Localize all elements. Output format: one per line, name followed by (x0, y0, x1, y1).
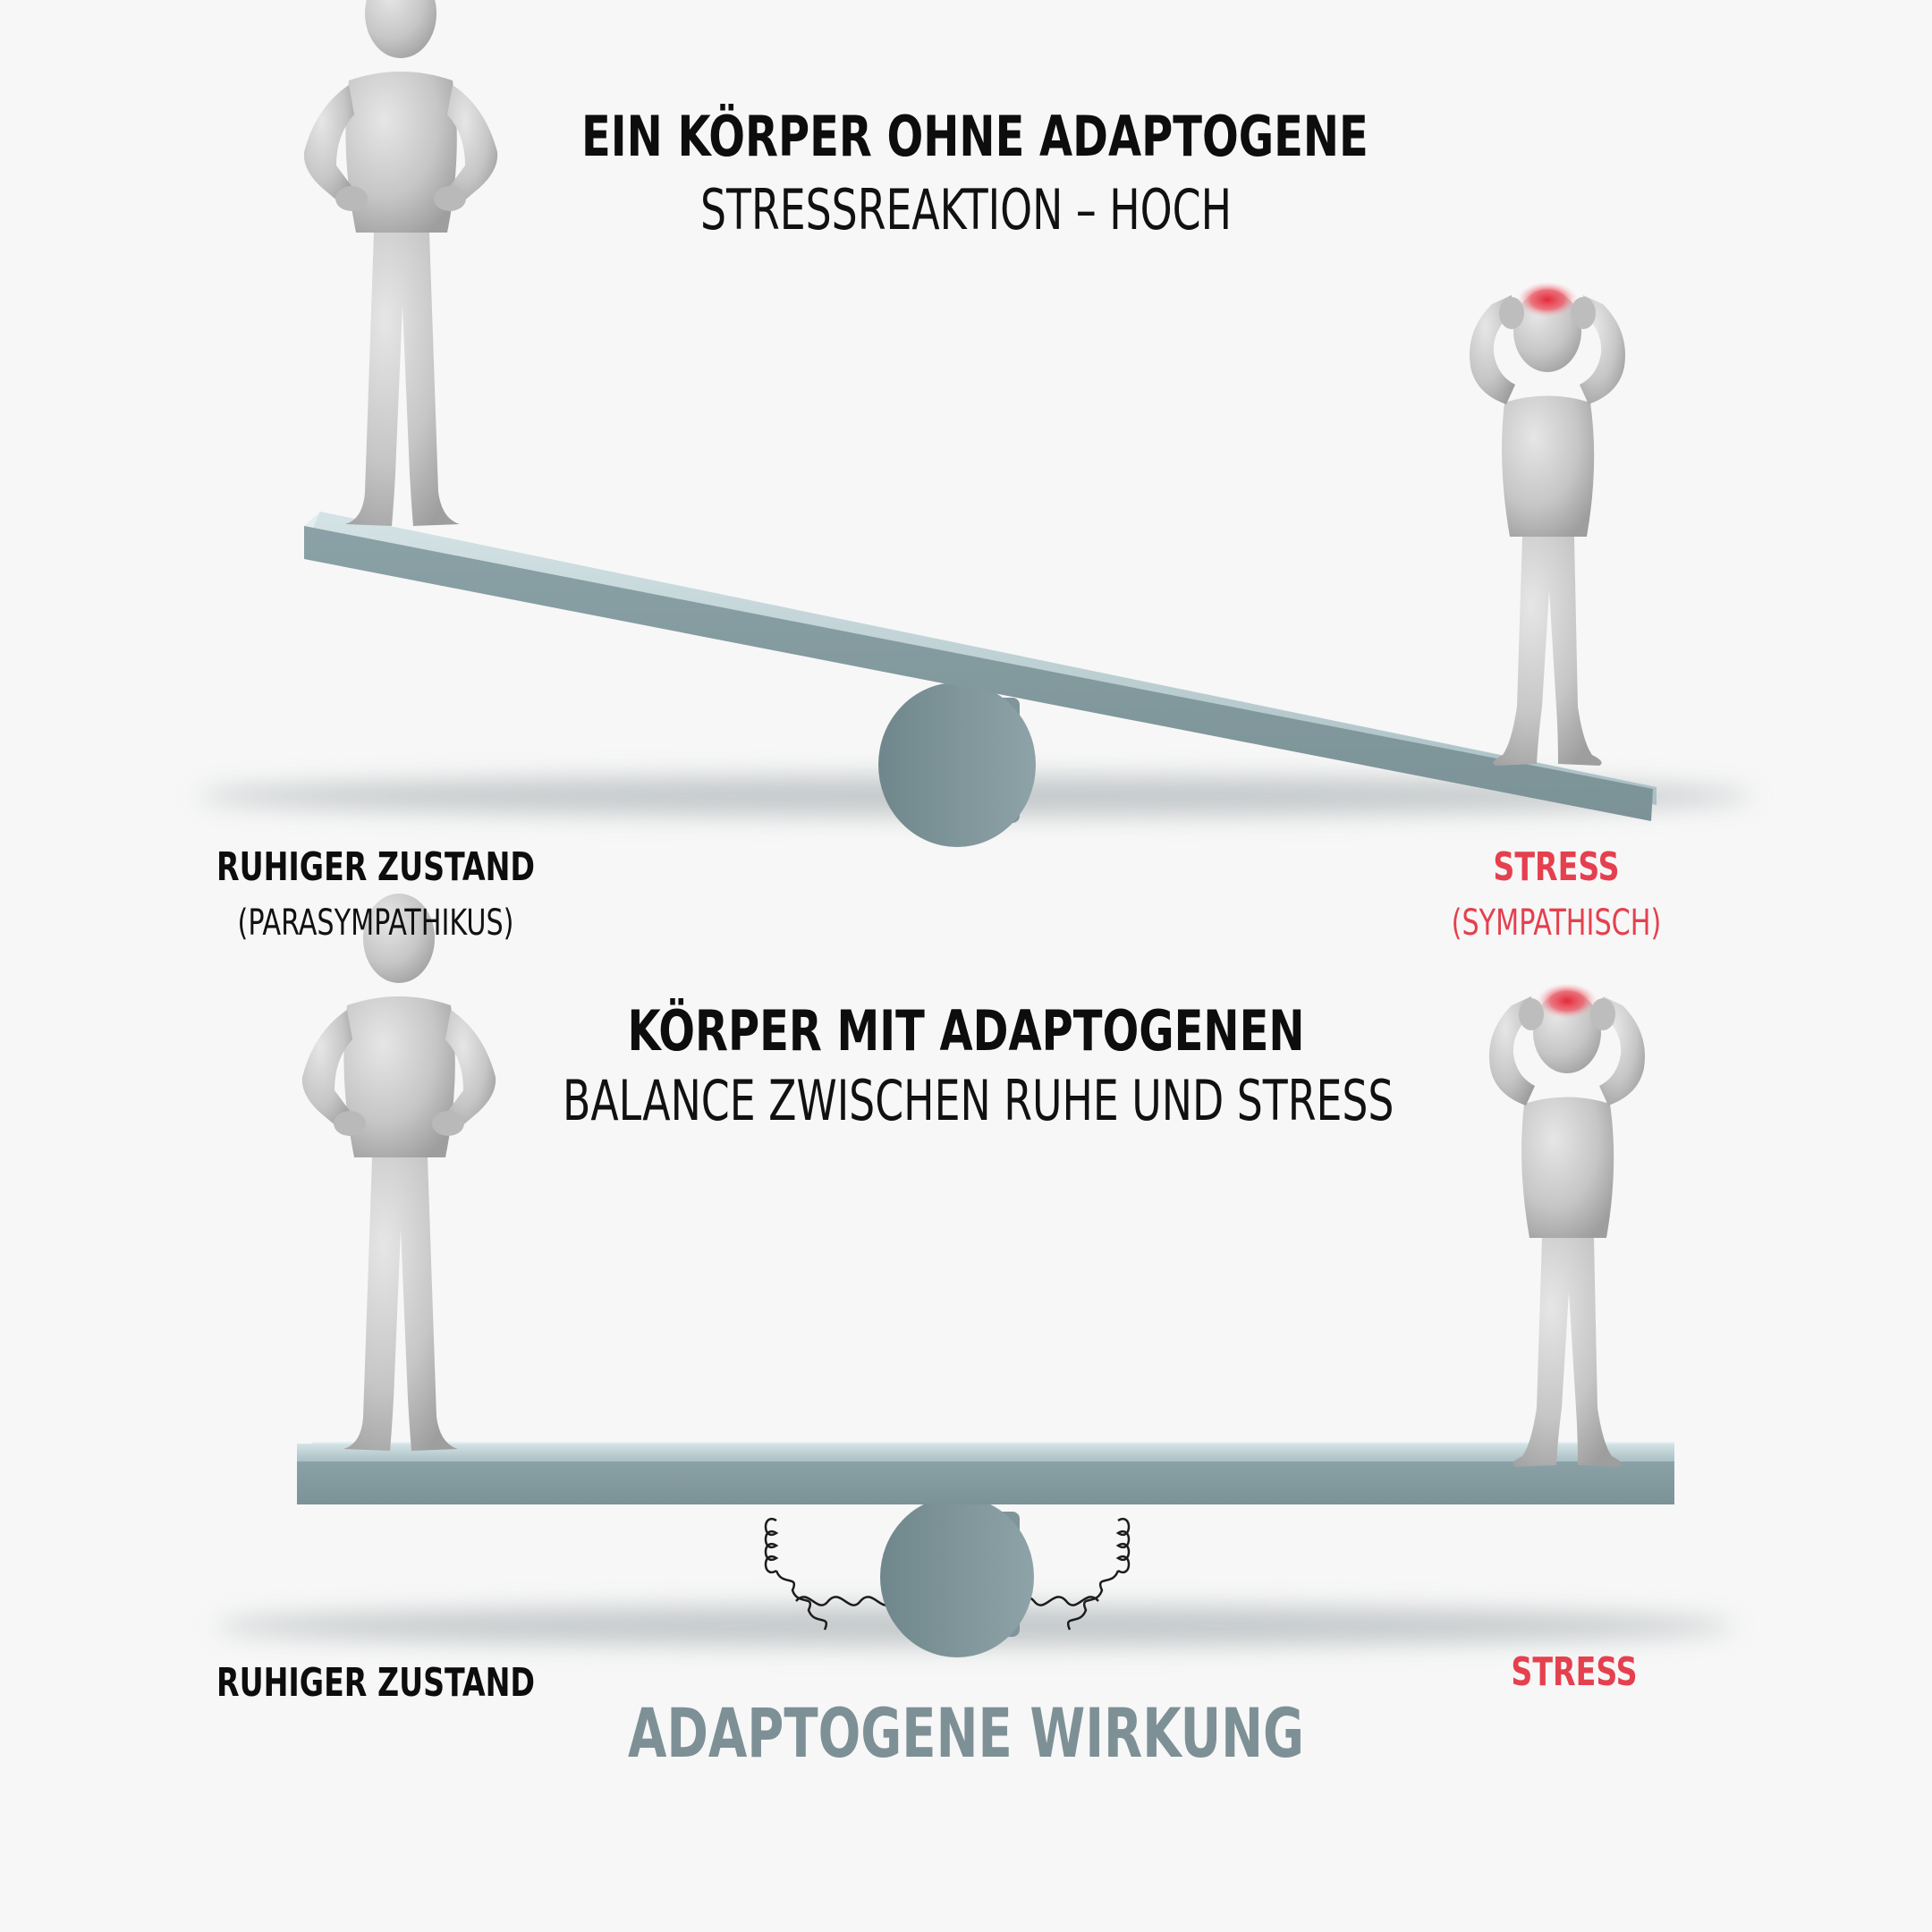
top-left-sublabel: (PARASYMPATHIKUS) (237, 902, 514, 944)
stressed-figure-icon (1470, 282, 1625, 766)
top-seesaw (197, 0, 1753, 847)
calm-figure-icon (301, 894, 496, 1451)
bottom-title: KÖRPER MIT ADAPTOGENEN (627, 998, 1305, 1063)
fulcrum-top (878, 682, 1036, 847)
level-board (297, 1442, 1674, 1504)
top-right-label: STRESS (1493, 844, 1620, 890)
bottom-seesaw (215, 894, 1735, 1657)
top-left-label: RUHIGER ZUSTAND (216, 844, 536, 890)
top-subtitle: STRESSREAKTION – HOCH (699, 177, 1232, 242)
calm-figure-icon (303, 0, 498, 526)
bottom-subtitle: BALANCE ZWISCHEN RUHE UND STRESS (563, 1068, 1394, 1133)
bottom-left-label: RUHIGER ZUSTAND (216, 1660, 536, 1706)
footer-title: ADAPTOGENE WIRKUNG (627, 1693, 1305, 1773)
spring-coil-icon (764, 1517, 1131, 1631)
bottom-right-label: STRESS (1511, 1649, 1638, 1695)
fulcrum-bottom (880, 1496, 1034, 1657)
stressed-figure-icon (1489, 983, 1645, 1467)
tilted-board (304, 512, 1657, 821)
top-title: EIN KÖRPER OHNE ADAPTOGENE (581, 104, 1368, 169)
top-right-sublabel: (SYMPATHISCH) (1451, 902, 1662, 944)
